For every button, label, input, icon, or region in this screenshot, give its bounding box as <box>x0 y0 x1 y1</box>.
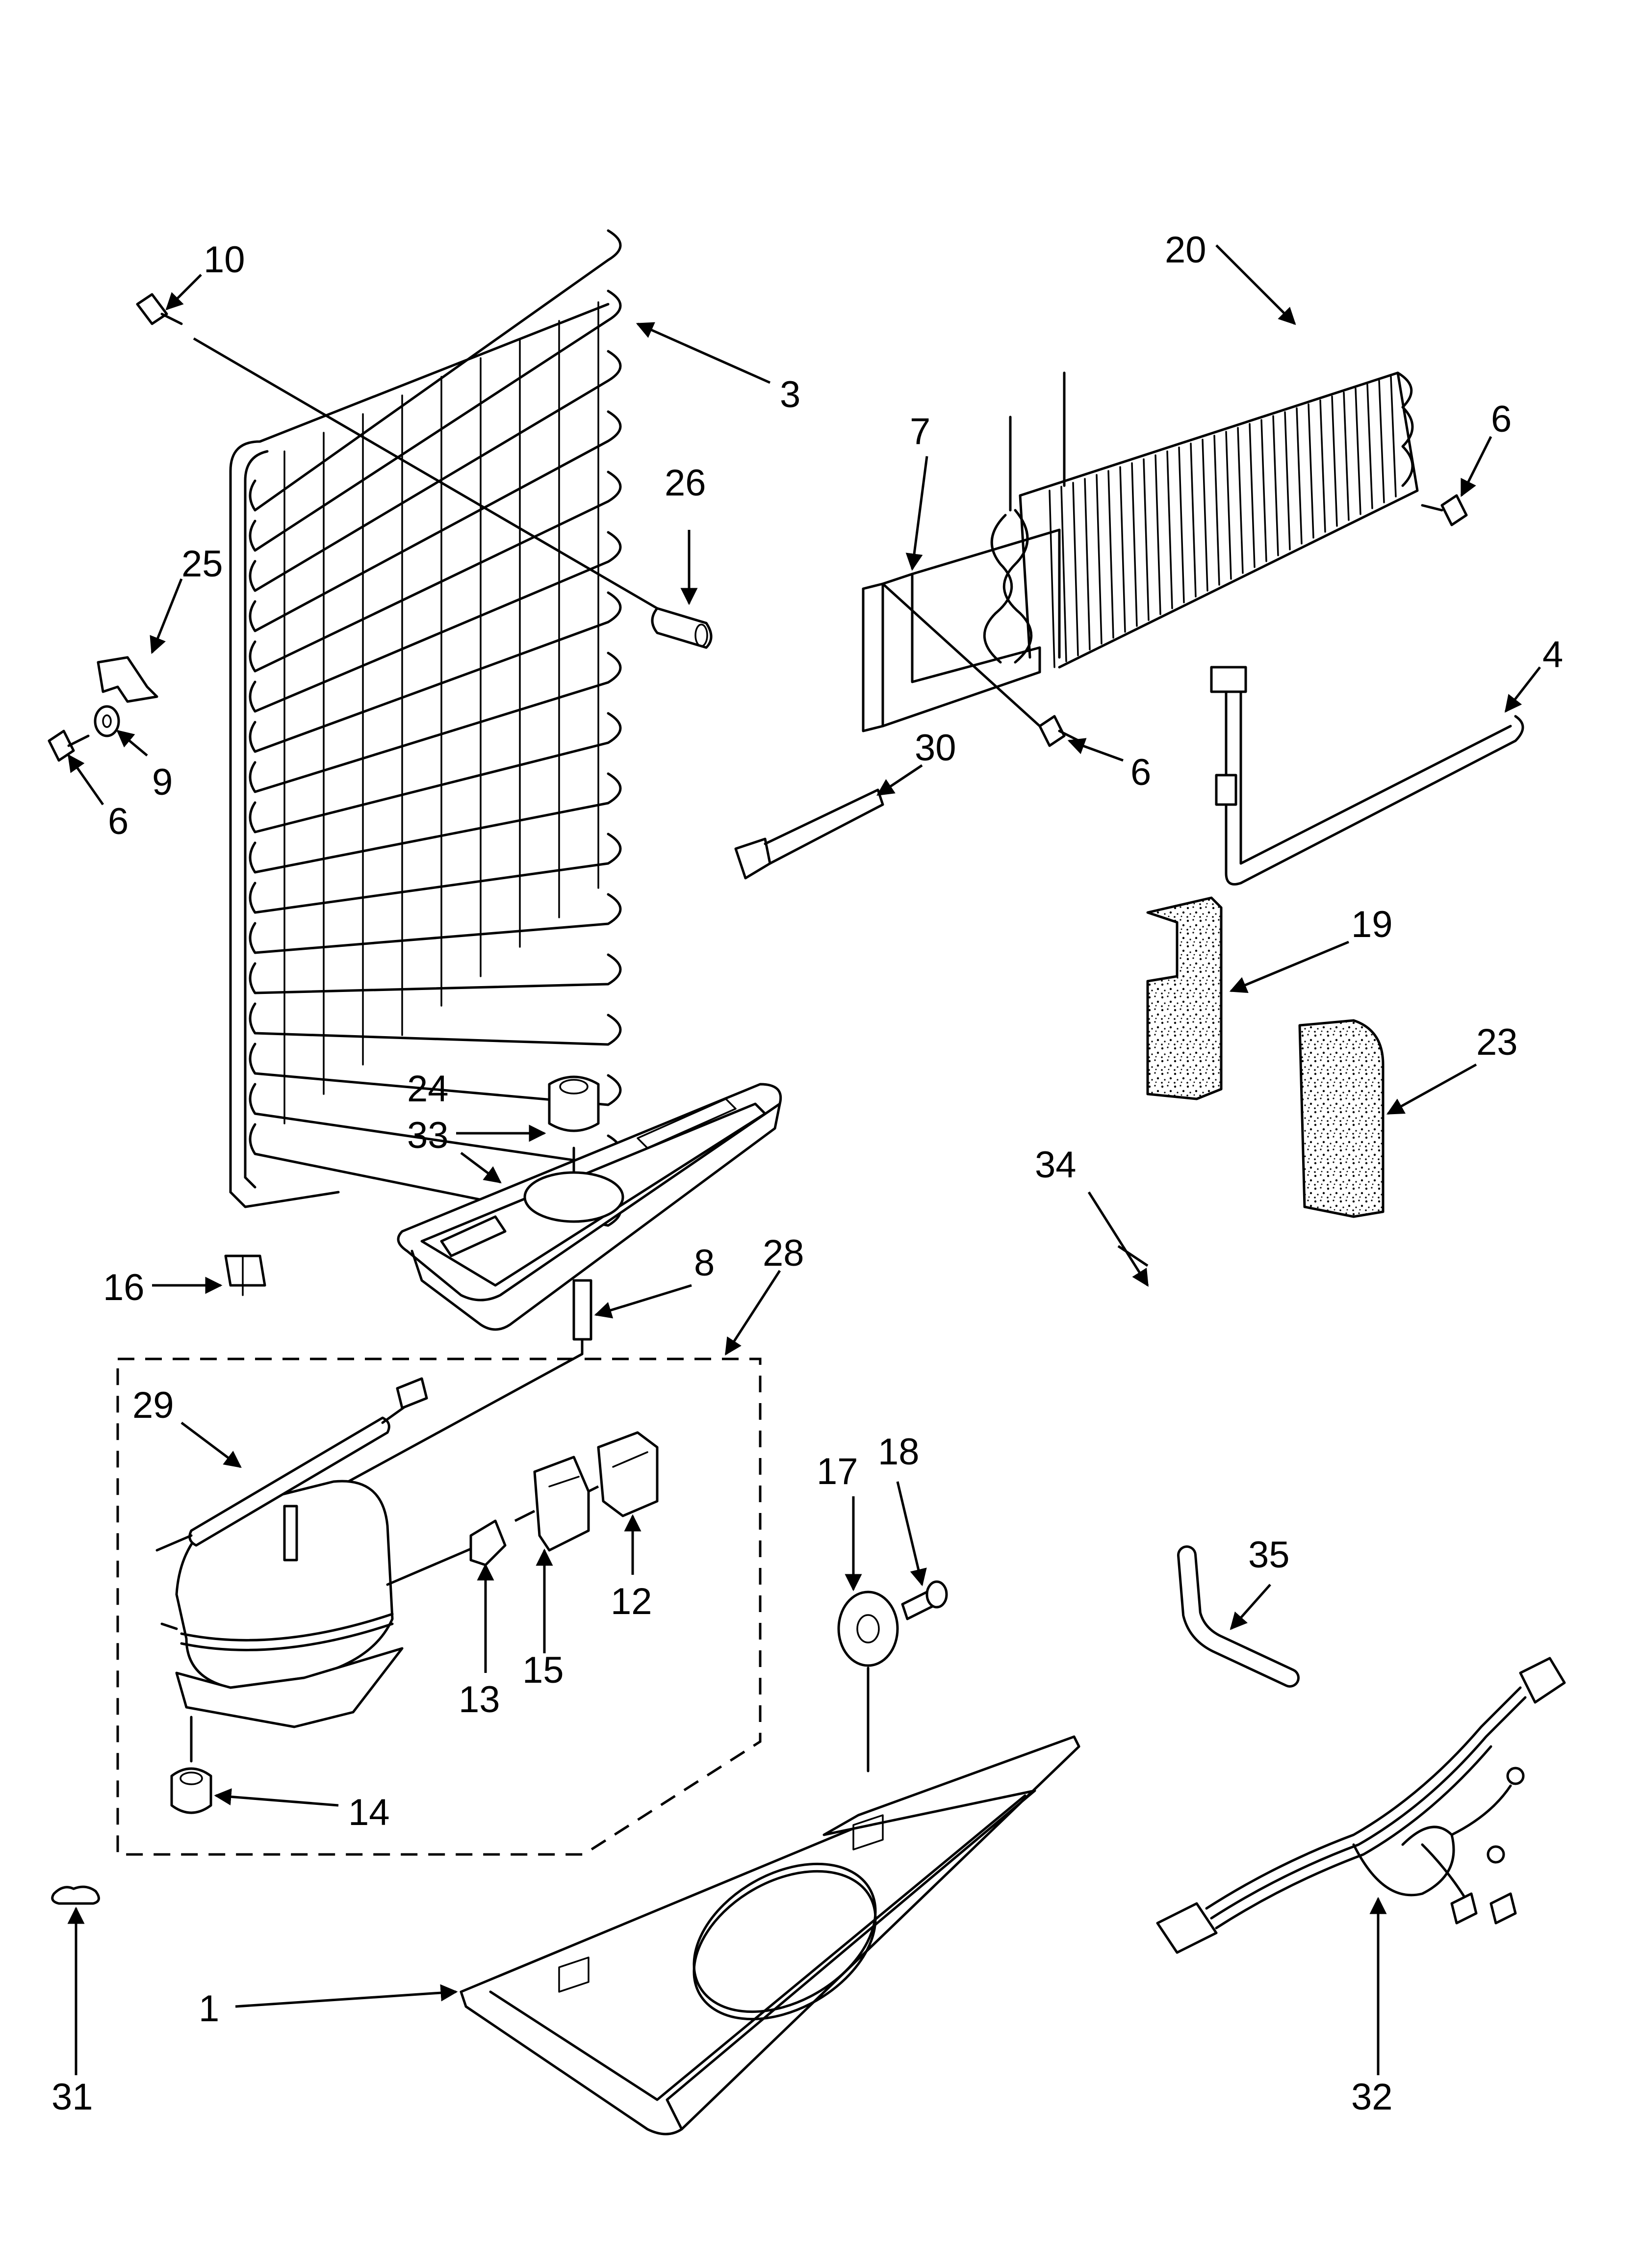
foam-block-23 <box>1298 1019 1385 1218</box>
clip-16 <box>224 1254 266 1296</box>
drain-pan <box>397 1083 782 1331</box>
callout-6-left: 6 <box>108 801 128 842</box>
callout-20: 20 <box>1165 229 1206 271</box>
spacer-26 <box>651 607 713 649</box>
callout-8: 8 <box>694 1242 715 1284</box>
relay-15 <box>533 1456 590 1552</box>
tube-35 <box>1177 1545 1300 1688</box>
callout-3: 3 <box>780 374 800 416</box>
callout-7: 7 <box>910 411 930 452</box>
callout-25: 25 <box>181 543 223 585</box>
callout-32: 32 <box>1351 2076 1393 2118</box>
dryer-filter-29 <box>155 1377 428 1552</box>
callout-4: 4 <box>1542 634 1563 676</box>
callout-13: 13 <box>459 1679 500 1721</box>
callout-23: 23 <box>1476 1021 1518 1063</box>
tube-34 <box>1062 1273 1312 1387</box>
drain-heater <box>1210 666 1524 886</box>
callout-33: 33 <box>407 1115 449 1156</box>
washer-9 <box>94 705 120 737</box>
clip-31 <box>51 1885 100 1905</box>
roller-17 <box>837 1590 899 1773</box>
compressor-kit-outline <box>116 1357 762 1856</box>
callout-18: 18 <box>878 1431 920 1473</box>
cable-tie <box>734 788 884 880</box>
callout-6-evap-right: 6 <box>1491 398 1512 440</box>
screw-6-left <box>48 730 90 762</box>
callout-14: 14 <box>348 1792 390 1833</box>
compressor <box>160 1480 492 1728</box>
callout-34: 34 <box>1035 1144 1077 1186</box>
callout-9: 9 <box>152 761 173 803</box>
overload-13 <box>469 1519 507 1566</box>
foam-block-19 <box>1146 896 1223 1100</box>
callout-16: 16 <box>103 1267 145 1308</box>
callout-6-evap-bottom: 6 <box>1130 752 1151 793</box>
grommet-14 <box>170 1716 212 1814</box>
screw-10 <box>136 293 183 325</box>
screw-6-evap-right <box>1421 494 1468 526</box>
drain-tube-8 <box>293 1279 592 1512</box>
callout-15: 15 <box>522 1649 564 1691</box>
bracket-25 <box>97 656 158 703</box>
evaporator <box>862 371 1419 732</box>
callout-24: 24 <box>407 1068 449 1110</box>
bolt-18 <box>901 1580 948 1620</box>
cover-12 <box>597 1431 659 1517</box>
callout-35: 35 <box>1248 1534 1290 1576</box>
callout-30: 30 <box>915 727 956 769</box>
callout-26: 26 <box>665 462 706 504</box>
callout-29: 29 <box>132 1384 174 1426</box>
callout-12: 12 <box>611 1581 652 1622</box>
base-pan <box>460 1735 1080 2136</box>
callout-31: 31 <box>51 2076 93 2118</box>
grommet-24 <box>548 1075 600 1132</box>
wire-harness <box>1156 1657 1566 1954</box>
callout-1: 1 <box>199 1988 219 2030</box>
callout-19: 19 <box>1351 904 1393 945</box>
callout-labels: 1 3 4 6 6 6 7 8 9 10 12 13 14 15 16 17 1… <box>51 229 1563 2118</box>
callout-17: 17 <box>817 1451 858 1492</box>
callout-28: 28 <box>763 1232 804 1274</box>
leader-lines <box>67 244 1541 2075</box>
callout-10: 10 <box>204 239 245 281</box>
screw-6-evap-bottom <box>1038 715 1080 747</box>
